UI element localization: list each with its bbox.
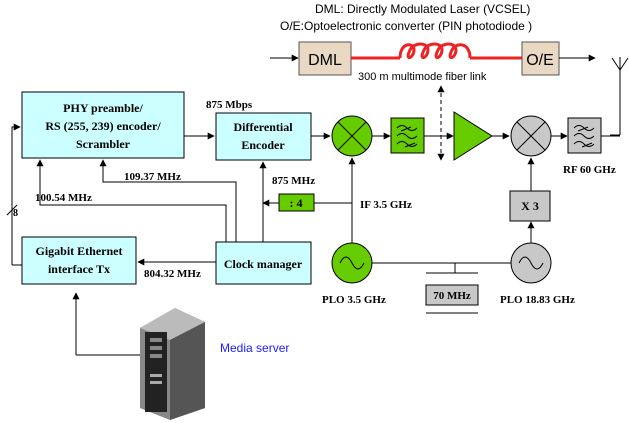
mixer-if-x2	[337, 121, 367, 151]
phy-label-3: Scrambler	[76, 137, 131, 151]
legend-oe: O/E:Optoelectronic converter (PIN photod…	[280, 19, 532, 33]
bus-slash	[6, 204, 18, 216]
sine-icon	[518, 256, 544, 270]
plo-18-83-label: PLO 18.83 GHz	[500, 294, 575, 306]
media-server-label: Media server	[220, 341, 289, 355]
clk-804-label: 804.32 MHz	[144, 268, 201, 280]
rf-freq-label: RF 60 GHz	[563, 164, 616, 176]
clk-109-label: 109.37 MHz	[124, 171, 181, 183]
clk-100-line	[36, 159, 227, 242]
legend-dml: DML: Directly Modulated Laser (VCSEL)	[315, 2, 530, 16]
filter-icon	[396, 125, 418, 148]
filter-rf-icon	[573, 125, 595, 148]
filter-70-label: 70 MHz	[433, 290, 471, 302]
oe-block	[521, 41, 560, 76]
clock-manager-label: Clock manager	[224, 257, 303, 271]
dml-label: DML	[308, 52, 342, 69]
antenna-icon	[610, 57, 629, 136]
mixer-rf-x2	[516, 121, 546, 151]
phy-label-2: RS (255, 239) encoder/	[45, 119, 161, 133]
diff-label-1: Differential	[233, 120, 293, 134]
plo-3-5-label: PLO 3.5 GHz	[322, 294, 386, 306]
rate-875-mbps: 875 Mbps	[206, 99, 253, 111]
if-freq-label: IF 3.5 GHz	[360, 199, 412, 211]
multiplier-label: X 3	[521, 199, 539, 213]
sine-icon	[339, 256, 365, 270]
amplifier	[453, 111, 493, 161]
clk-100-label: 100.54 MHz	[35, 192, 92, 204]
fiber-label: 300 m multimode fiber link	[358, 71, 487, 83]
differential-encoder-block	[215, 112, 312, 161]
clk-109-line	[99, 159, 237, 242]
oe-label: O/E	[526, 52, 554, 69]
gbe-label-2: interface Tx	[48, 262, 110, 276]
multiplier-block	[509, 190, 551, 222]
phy-label-1: PHY preamble/	[63, 101, 143, 115]
fiber-coil	[351, 42, 522, 60]
diff-label-2: Encoder	[241, 138, 285, 152]
gigabit-ethernet-block	[21, 236, 137, 285]
divider-label: : 4	[290, 196, 303, 210]
gbe-to-phy-line	[11, 123, 21, 265]
media-server-icon	[140, 308, 205, 420]
clock-manager-block	[215, 241, 312, 285]
gbe-label-1: Gigabit Ethernet	[36, 244, 123, 258]
bandpass-filter-rf	[567, 117, 602, 154]
rate-875-mhz: 875 MHz	[272, 175, 315, 187]
filter-70-block	[425, 284, 479, 306]
phy-encoder-block	[21, 91, 185, 159]
bus-width-label: 8	[13, 208, 18, 219]
bandpass-filter-if	[390, 117, 425, 154]
